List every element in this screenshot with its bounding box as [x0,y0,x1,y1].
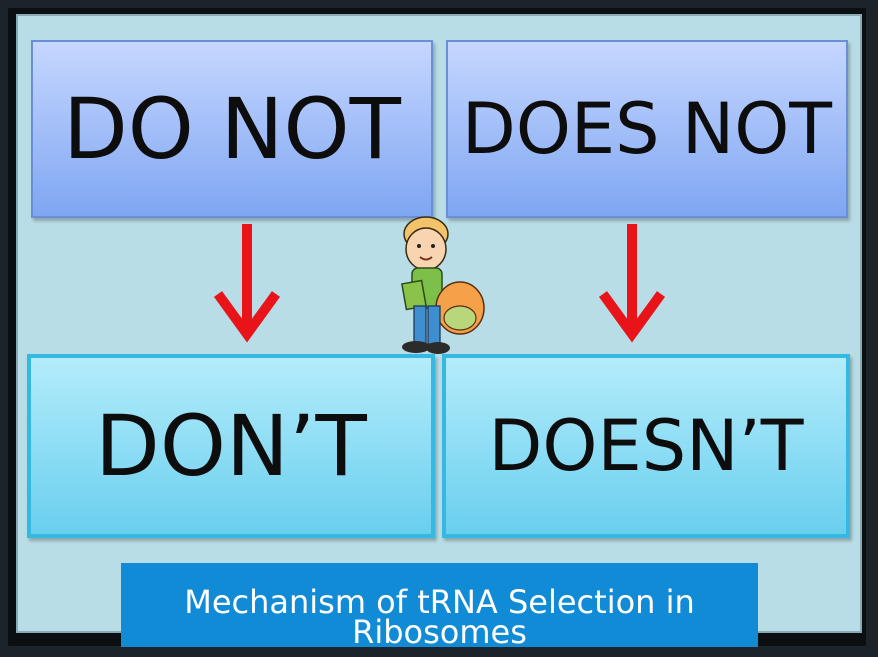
doesnt-box: DOESN’T [442,354,850,538]
caption-banner: Mechanism of tRNA Selection in Ribosomes [121,563,758,647]
does-not-label: DOES NOT [461,88,833,170]
dont-box: DON’T [27,354,435,538]
does-not-box: DOES NOT [446,40,848,218]
do-not-box: DO NOT [31,40,433,218]
cartoon-boy-illustration [401,216,485,354]
do-not-label: DO NOT [63,80,401,178]
caption-text: Mechanism of tRNA Selection in Ribosomes [184,583,695,647]
dont-label: DON’T [95,397,367,495]
down-arrow-icon [213,224,281,343]
down-arrow-icon [598,224,666,343]
doesnt-label: DOESN’T [488,405,804,487]
